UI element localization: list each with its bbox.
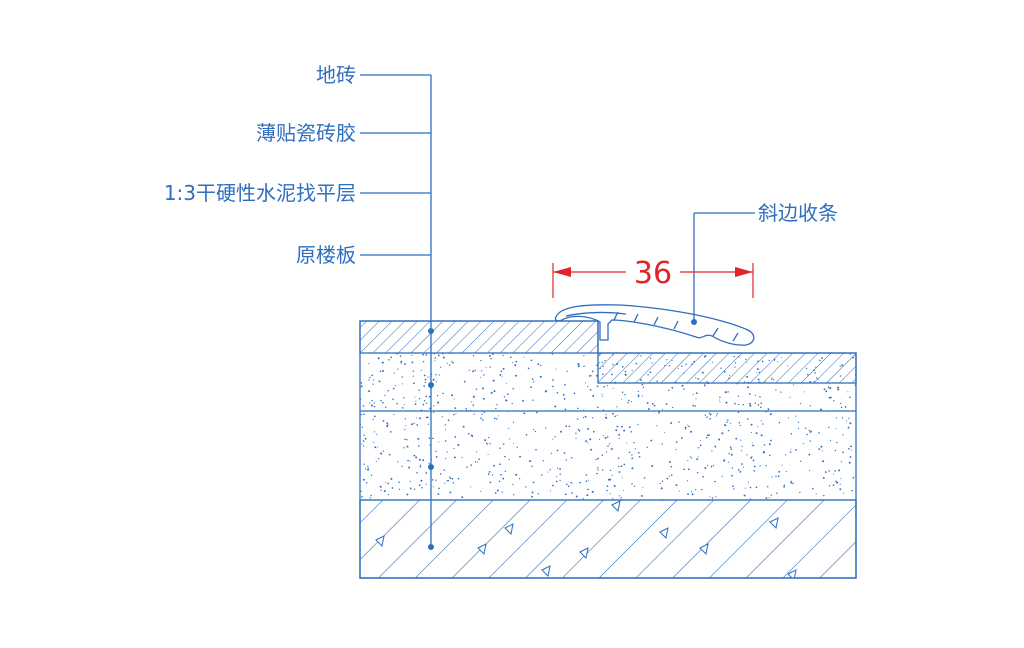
leader-dot-screed [428,464,434,470]
leader-dot-adhesive [428,382,434,388]
label-floor-tile: 地砖 [316,63,356,87]
floor-tile-right [597,352,857,384]
label-screed: 1:3干硬性水泥找平层 [164,181,356,205]
layer-leader [360,74,434,550]
edge-strip-leader [691,212,755,325]
leader-dot-tile [428,328,434,334]
bevel-edge-strip [554,304,755,346]
label-tile-adhesive: 薄贴瓷砖胶 [256,121,356,145]
label-edge-strip: 斜边收条 [758,201,838,225]
floor-tile-left [359,320,599,354]
dimension-line [552,263,754,298]
dimension-value: 36 [634,256,672,291]
label-slab: 原楼板 [296,243,356,267]
leader-dot-slab [428,544,434,550]
original-slab [359,499,857,579]
